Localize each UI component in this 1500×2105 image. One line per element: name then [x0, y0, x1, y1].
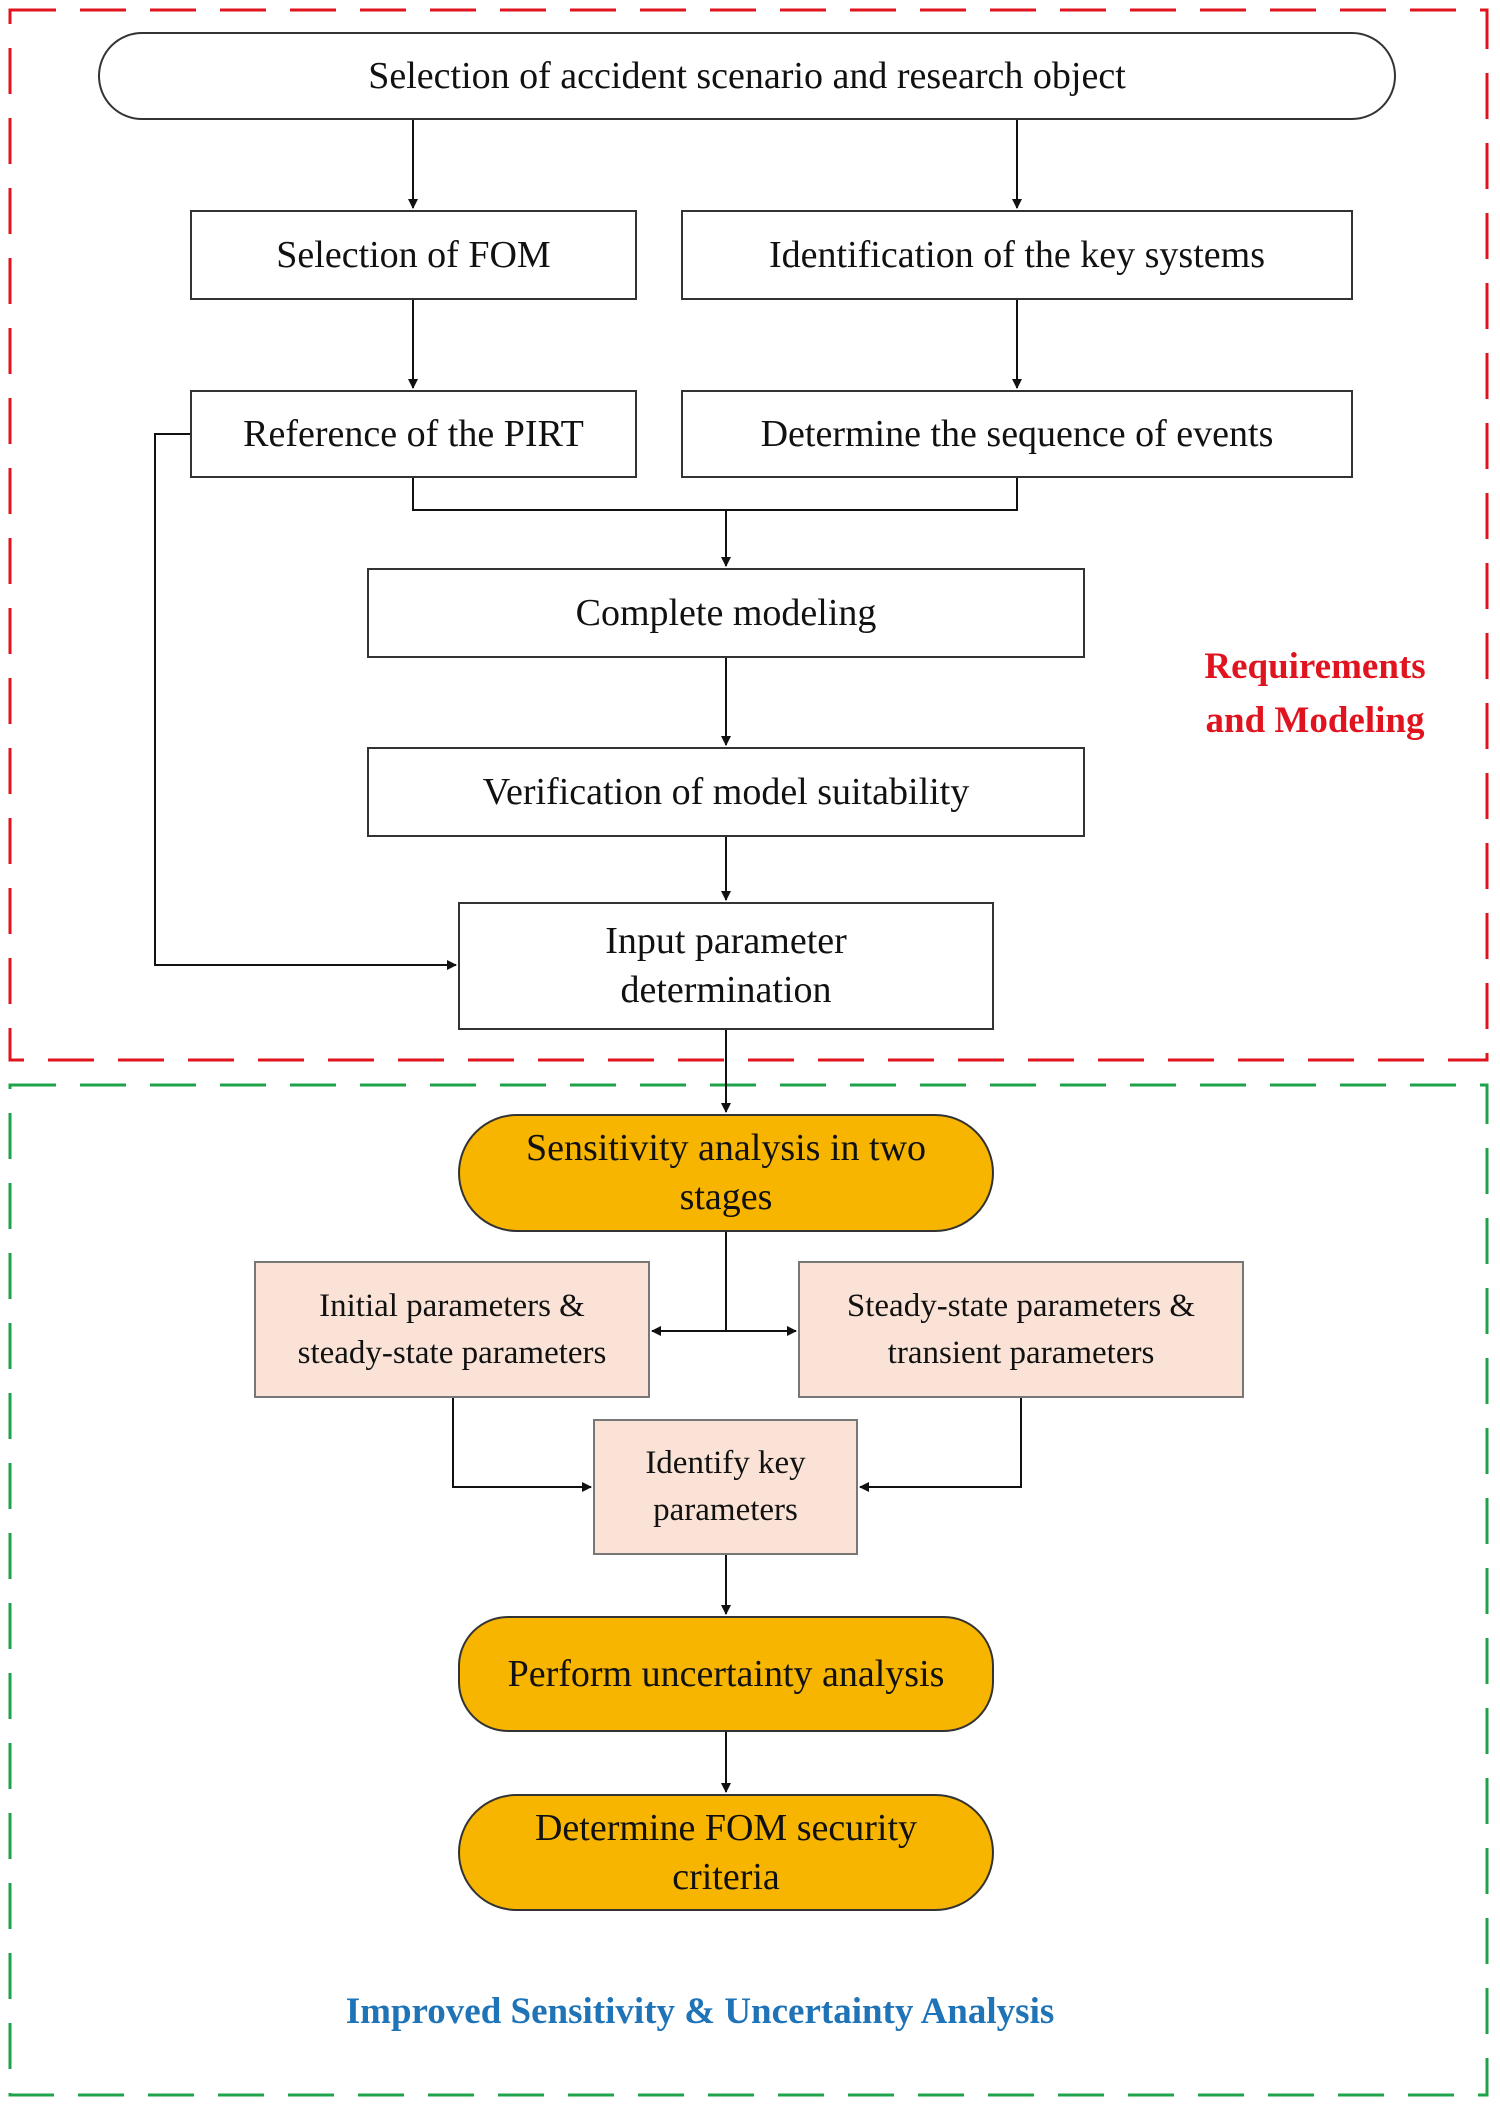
node-identify-key-params: Identify key parameters — [593, 1419, 858, 1555]
analysis-region-border — [8, 1083, 1489, 2097]
node-steady-transient-params: Steady-state parameters & transient para… — [798, 1261, 1244, 1398]
requirements-region-border — [8, 8, 1489, 1062]
merge-pirt-sequence — [412, 478, 1018, 511]
requirements-region-label: Requirements and Modeling — [1204, 646, 1426, 741]
node-uncertainty-analysis: Perform uncertainty analysis — [458, 1616, 994, 1732]
node-initial-params: Initial parameters & steady-state parame… — [254, 1261, 650, 1398]
node-reference-pirt: Reference of the PIRT — [190, 390, 637, 478]
analysis-region-label: Improved Sensitivity & Uncertainty Analy… — [345, 1991, 1055, 2032]
node-sensitivity-analysis: Sensitivity analysis in two stages — [458, 1114, 994, 1232]
arrow-initial-to-identify — [452, 1398, 592, 1492]
arrow-pirt-to-input — [154, 433, 457, 970]
node-fom-criteria: Determine FOM security criteria — [458, 1794, 994, 1911]
node-identification-key-systems: Identification of the key systems — [681, 210, 1353, 300]
node-sequence-events: Determine the sequence of events — [681, 390, 1353, 478]
node-verification-model: Verification of model suitability — [367, 747, 1085, 837]
node-selection-fom: Selection of FOM — [190, 210, 637, 300]
arrow-steady-to-identify — [859, 1398, 1022, 1492]
node-complete-modeling: Complete modeling — [367, 568, 1085, 658]
node-selection-scenario: Selection of accident scenario and resea… — [98, 32, 1396, 120]
node-input-parameter: Input parameter determination — [458, 902, 994, 1030]
